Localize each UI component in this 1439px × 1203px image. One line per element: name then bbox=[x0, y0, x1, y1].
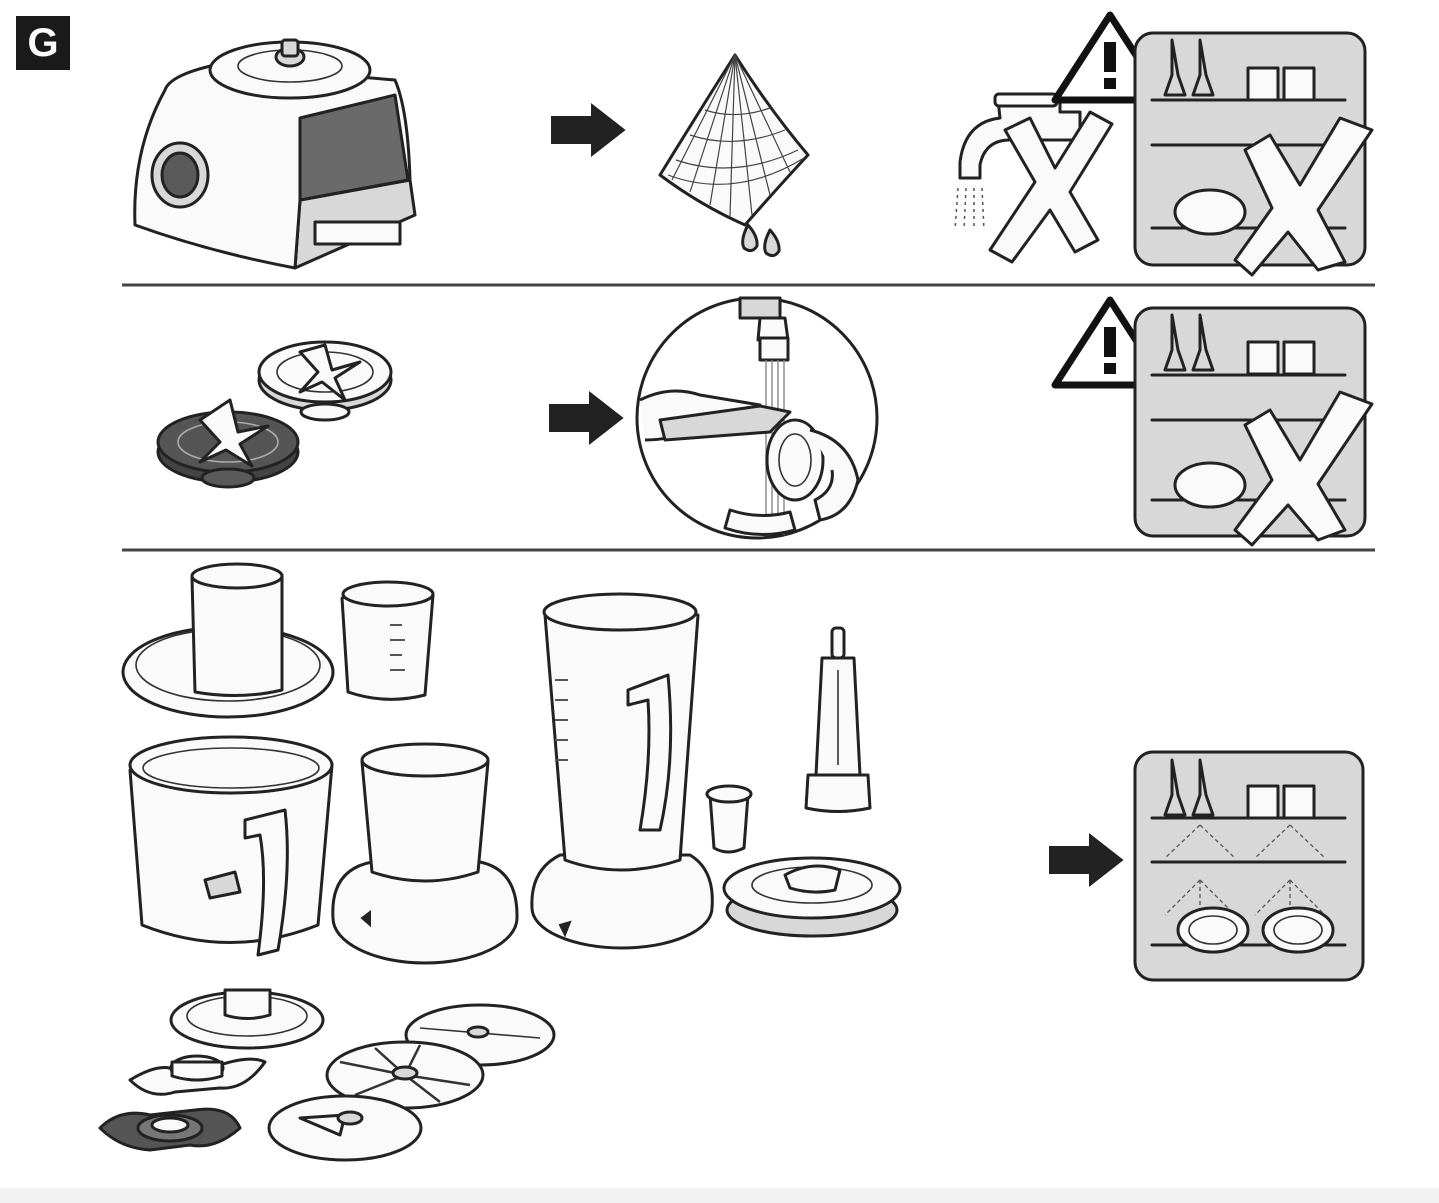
section-label: G bbox=[16, 16, 70, 70]
shredding-disc-illustration bbox=[325, 1040, 485, 1110]
rinse-with-brush-icon bbox=[635, 296, 879, 540]
dough-blade-illustration bbox=[98, 1107, 242, 1152]
blade-discs-illustration bbox=[156, 340, 393, 489]
arrow-right-icon-3 bbox=[1049, 832, 1124, 888]
lid-with-feed-tube-illustration bbox=[121, 562, 335, 719]
mini-chopper-illustration bbox=[331, 742, 519, 965]
disc-holder-illustration bbox=[169, 988, 325, 1050]
measuring-cup-illustration bbox=[340, 580, 435, 701]
dishwasher-not-allowed-icon-2 bbox=[1133, 306, 1374, 547]
dishwasher-not-allowed-icon bbox=[1133, 31, 1374, 277]
bottom-strip bbox=[0, 1188, 1439, 1203]
mixing-bowl-illustration bbox=[128, 735, 334, 957]
drive-shaft-illustration bbox=[804, 626, 872, 813]
arrow-right-icon bbox=[551, 102, 626, 158]
chopping-blade-illustration bbox=[128, 1054, 267, 1096]
arrow-right-icon-2 bbox=[549, 390, 624, 446]
cap-insert-illustration bbox=[705, 784, 753, 854]
no-running-water-icon bbox=[954, 92, 1114, 264]
dishwasher-safe-icon bbox=[1133, 750, 1365, 982]
blender-jug-illustration bbox=[530, 592, 714, 950]
damp-cloth-icon bbox=[658, 53, 810, 258]
motor-base-illustration bbox=[133, 38, 417, 270]
blender-lid-illustration bbox=[722, 856, 902, 938]
grating-disc-illustration bbox=[267, 1094, 423, 1162]
